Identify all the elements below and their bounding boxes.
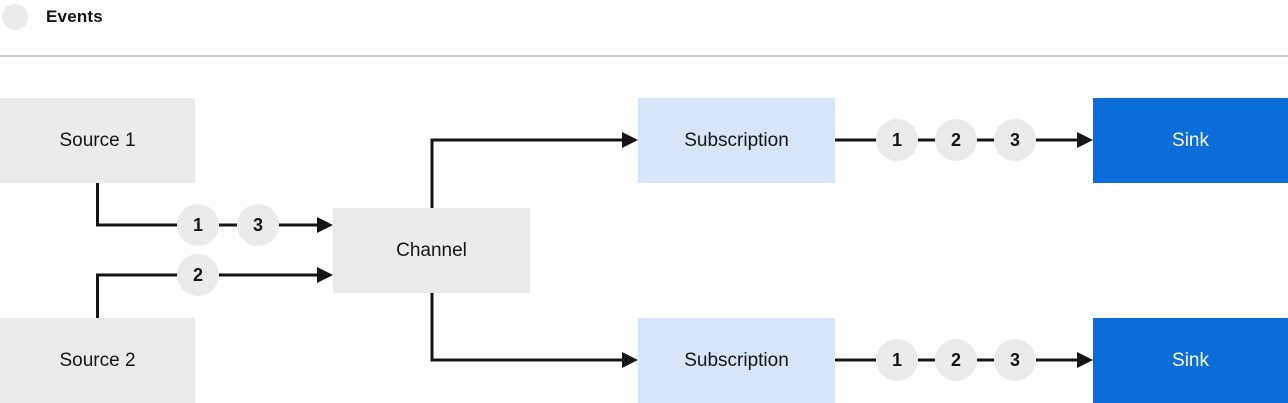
event-badge: 2 bbox=[935, 339, 977, 381]
event-badge: 1 bbox=[177, 204, 219, 246]
event-badge: 3 bbox=[994, 339, 1036, 381]
source2-to-channel-line bbox=[96, 273, 322, 318]
node-sink-bottom: Sink bbox=[1093, 318, 1288, 403]
node-source-1: Source 1 bbox=[0, 98, 195, 183]
node-sink-top: Sink bbox=[1093, 98, 1288, 183]
event-badge: 2 bbox=[935, 119, 977, 161]
channel-to-subscription-bottom-arrowhead-icon bbox=[622, 352, 638, 368]
source2-to-channel-arrowhead-icon bbox=[317, 267, 333, 283]
node-subscription-bottom: Subscription bbox=[638, 318, 835, 403]
channel-to-subscription-bottom-line bbox=[430, 293, 627, 362]
events-legend: Events bbox=[2, 4, 103, 30]
event-circle-icon bbox=[2, 4, 28, 30]
event-badge: 2 bbox=[177, 254, 219, 296]
channel-to-subscription-top-line bbox=[430, 138, 627, 208]
events-legend-label: Events bbox=[46, 7, 103, 26]
source1-to-channel-arrowhead-icon bbox=[317, 217, 333, 233]
event-badge: 3 bbox=[994, 119, 1036, 161]
node-channel: Channel bbox=[333, 208, 530, 293]
event-badge: 1 bbox=[876, 119, 918, 161]
subscription-bottom-to-sink-arrowhead-icon bbox=[1077, 352, 1093, 368]
divider-line bbox=[0, 55, 1288, 57]
subscription-top-to-sink-arrowhead-icon bbox=[1077, 132, 1093, 148]
node-source-2: Source 2 bbox=[0, 318, 195, 403]
event-badge: 3 bbox=[237, 204, 279, 246]
event-badge: 1 bbox=[876, 339, 918, 381]
channel-to-subscription-top-arrowhead-icon bbox=[622, 132, 638, 148]
node-subscription-top: Subscription bbox=[638, 98, 835, 183]
